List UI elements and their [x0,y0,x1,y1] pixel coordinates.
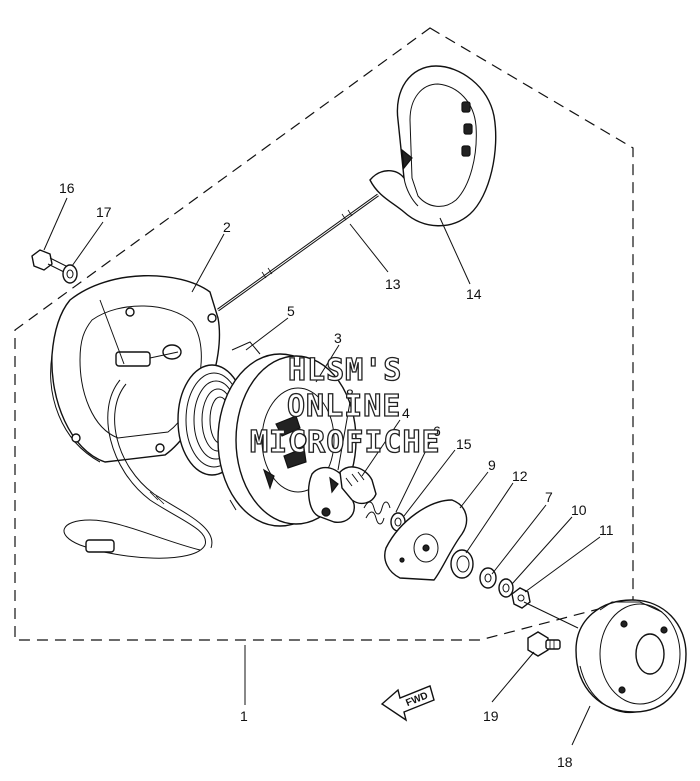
leader-lines [43,197,601,746]
washer-7 [479,567,497,589]
washer-17 [62,264,78,284]
cable-tube [63,379,213,559]
starter-rope [217,193,379,312]
callout-14: 14 [466,286,482,302]
callout-4: 4 [402,405,410,421]
watermark-line-1: HLSM'S [288,353,402,388]
fwd-arrow: FWD [380,685,435,722]
callout-11: 11 [599,522,614,538]
callout-8: 8 [346,386,354,402]
bolt-19 [527,631,561,657]
bolt-16 [31,249,67,273]
watermark-line-3: MICROFICHE [250,425,441,460]
washer-12 [450,549,474,579]
watermark: HLSM'S ONLINE MICROFICHE [249,352,441,460]
washer-10 [498,578,514,598]
callout-labels: 1 2 3 4 5 6 7 8 9 10 11 12 13 14 15 16 1… [59,180,614,770]
callout-12: 12 [512,468,528,484]
pawl-spring [339,466,377,505]
callout-1: 1 [240,708,248,724]
watermark-line-2: ONLINE [287,389,401,424]
friction-plate [384,499,468,581]
starter-cup [575,599,687,714]
starter-handle [369,65,497,227]
callout-2: 2 [223,219,231,235]
callout-18: 18 [557,754,573,770]
assembly-boundary [14,27,634,641]
callout-6: 6 [433,423,441,439]
callout-17: 17 [96,204,112,220]
callout-7: 7 [545,489,553,505]
callout-9: 9 [488,457,496,473]
callout-16: 16 [59,180,75,196]
callout-15: 15 [456,436,472,452]
nut-11 [511,587,531,609]
callout-19: 19 [483,708,499,724]
callout-3: 3 [334,330,342,346]
callout-13: 13 [385,276,401,292]
callout-10: 10 [571,502,587,518]
callout-5: 5 [287,303,295,319]
